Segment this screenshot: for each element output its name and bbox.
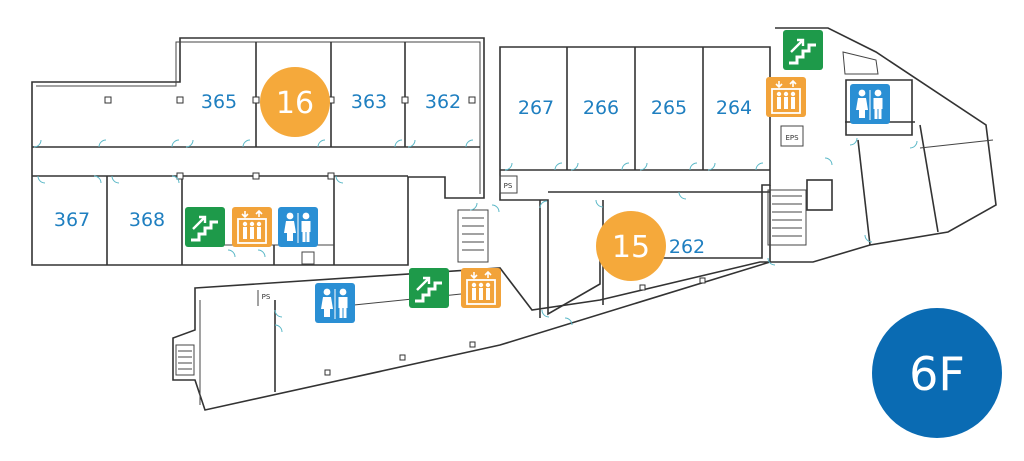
floor-label: 6F <box>909 347 965 401</box>
floor-badge: 6F <box>872 308 1002 438</box>
building-15-label: 15 <box>612 230 650 265</box>
room-367-label: 367 <box>54 209 90 231</box>
ps2-label: PS <box>262 293 271 301</box>
stairs-icon[interactable] <box>407 266 451 310</box>
structural-columns <box>104 96 706 376</box>
building-16-badge[interactable]: 16 <box>260 67 330 137</box>
room-363-label: 363 <box>351 91 387 113</box>
right-wing-outline <box>767 27 997 263</box>
room-265-label: 265 <box>651 97 687 119</box>
lower-wing-outline <box>172 209 771 411</box>
elevator-icon[interactable] <box>231 206 273 248</box>
room-262-label: 262 <box>669 236 705 258</box>
room-264-label: 264 <box>716 97 752 119</box>
restroom-icon[interactable] <box>850 84 890 124</box>
building-15-badge[interactable]: 15 <box>596 211 666 281</box>
room-267-label: 267 <box>518 97 554 119</box>
room-368-label: 368 <box>129 209 165 231</box>
room-labels: 365 363 362 267 266 265 264 367 368 262 <box>54 91 752 258</box>
building-16-label: 16 <box>276 86 314 121</box>
room-365-label: 365 <box>201 91 237 113</box>
restroom-icon[interactable] <box>315 283 355 323</box>
door-swings <box>33 137 918 333</box>
room-362-label: 362 <box>425 91 461 113</box>
elevator-icon[interactable] <box>765 76 807 118</box>
stairs-icon[interactable] <box>781 28 825 72</box>
stairs-icon[interactable] <box>183 205 227 249</box>
elevator-icon[interactable] <box>460 267 502 309</box>
eps-label: EPS <box>785 134 799 142</box>
ps-label: PS <box>504 182 513 190</box>
room-266-label: 266 <box>583 97 619 119</box>
restroom-icon[interactable] <box>278 207 318 247</box>
